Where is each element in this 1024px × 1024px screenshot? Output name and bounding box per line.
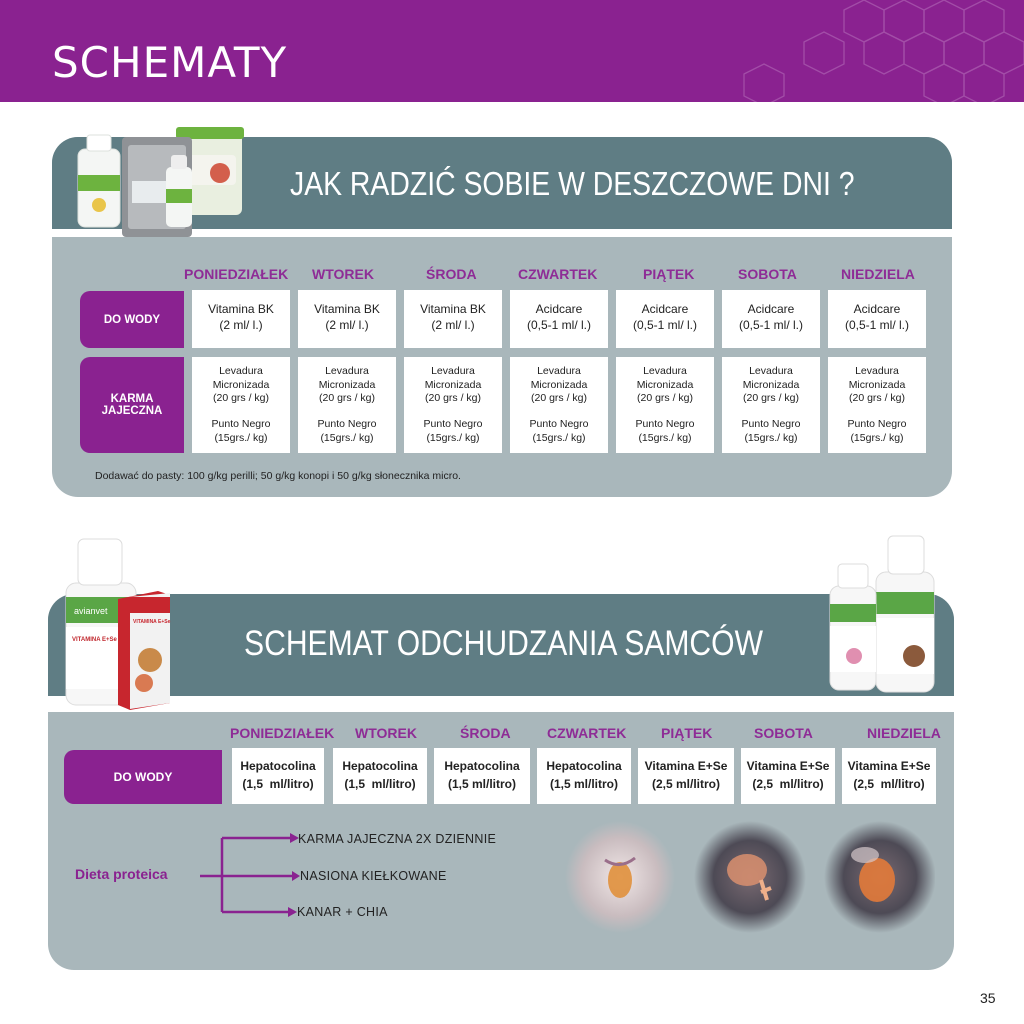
- table-cell: Vitamina E+Se(2,5 ml/litro): [842, 748, 936, 804]
- day-header: SOBOTA: [754, 725, 813, 741]
- divider: [48, 696, 954, 712]
- bird-photo-2: [694, 821, 806, 933]
- table-cell: Acidcare(0,5-1 ml/ l.): [616, 290, 714, 348]
- day-header: WTOREK: [312, 266, 374, 282]
- product-images: [77, 127, 244, 237]
- bird-photos: [565, 821, 935, 933]
- table-cell: Vitamina BK(2 ml/ l.): [404, 290, 502, 348]
- diet-label: Dieta proteica: [75, 866, 168, 882]
- day-header: NIEDZIELA: [867, 725, 941, 741]
- page-title: SCHEMATY: [52, 38, 288, 87]
- table-cell: Vitamina BK(2 ml/ l.): [298, 290, 396, 348]
- day-header: PIĄTEK: [643, 266, 695, 282]
- table-cell: Hepatocolina(1,5 ml/litro): [537, 748, 631, 804]
- day-header: ŚRODA: [426, 266, 477, 282]
- diet-item: NASIONA KIEŁKOWANE: [300, 869, 447, 883]
- day-header: SOBOTA: [738, 266, 797, 282]
- day-header: PONIEDZIAŁEK: [184, 266, 289, 282]
- diet-item: KANAR + CHIA: [297, 905, 388, 919]
- table-cell: Hepatocolina(1,5 ml/litro): [232, 748, 324, 804]
- page-number: 35: [980, 990, 996, 1006]
- bird-photo-3: [824, 821, 935, 933]
- table-cell: Hepatocolina(1,5 ml/litro): [333, 748, 427, 804]
- day-header: PIĄTEK: [661, 725, 713, 741]
- bird-photo-1: [565, 821, 675, 933]
- product-images-right: [829, 535, 935, 693]
- table-cell: Vitamina BK(2 ml/ l.): [192, 290, 290, 348]
- section-banner: SCHEMAT ODCHUDZANIA SAMCÓW: [48, 594, 954, 696]
- day-header: PONIEDZIAŁEK: [230, 725, 335, 741]
- brand-text: avianvet: [74, 606, 108, 616]
- row-label-water: DO WODY: [64, 750, 222, 804]
- day-header: NIEDZIELA: [841, 266, 915, 282]
- table-cell: Acidcare(0,5-1 ml/ l.): [828, 290, 926, 348]
- table-cell: Acidcare(0,5-1 ml/ l.): [722, 290, 820, 348]
- day-header: WTOREK: [355, 725, 417, 741]
- day-header: ŚRODA: [460, 725, 511, 741]
- divider: [52, 229, 952, 237]
- vitamin-box-text: VITAMINA E+Se: [133, 619, 171, 625]
- table-cell: Vitamina E+Se(2,5 ml/litro): [638, 748, 734, 804]
- table-cell: Acidcare(0,5-1 ml/ l.): [510, 290, 608, 348]
- table-cell: Vitamina E+Se(2,5 ml/litro): [741, 748, 835, 804]
- diet-arrows: [200, 833, 300, 917]
- day-header: CZWARTEK: [547, 725, 627, 741]
- row-label-water: DO WODY: [80, 291, 184, 348]
- hexagon-pattern-decoration: [743, 0, 1024, 102]
- vitamin-bottle-text: VITAMINA E+Se: [72, 637, 118, 643]
- section-title: SCHEMAT ODCHUDZANIA SAMCÓW: [244, 624, 763, 663]
- table-cell: Hepatocolina(1,5 ml/litro): [434, 748, 530, 804]
- section-title: JAK RADZIĆ SOBIE W DESZCZOWE DNI ?: [290, 165, 855, 202]
- footnote: Dodawać do pasty: 100 g/kg perilli; 50 g…: [95, 470, 461, 482]
- day-header: CZWARTEK: [518, 266, 598, 282]
- diet-item: KARMA JAJECZNA 2X DZIENNIE: [298, 832, 497, 846]
- page-header: SCHEMATY: [0, 0, 1024, 102]
- product-images-left: avianvet VITAMINA E+Se VITAMINA E+Se: [65, 538, 171, 710]
- row-label-egg-food: KARMA JAJECZNA: [80, 357, 184, 453]
